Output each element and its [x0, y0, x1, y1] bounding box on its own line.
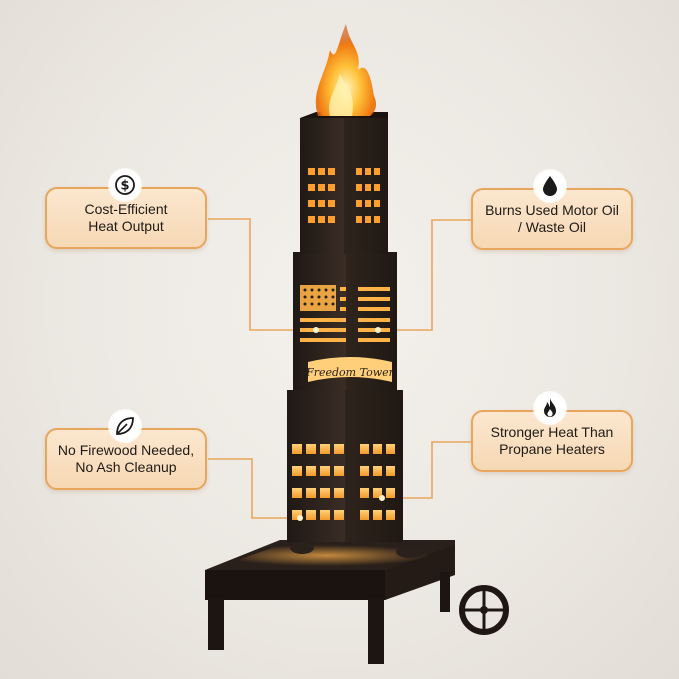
svg-text:$: $: [120, 179, 129, 194]
oil-drop-icon: [533, 169, 567, 203]
callout-stronger-heat-label: Stronger Heat Than Propane Heaters: [490, 424, 614, 457]
flame-icon: [533, 391, 567, 425]
flame-top: [315, 24, 377, 116]
callout-leader-lines: [208, 218, 471, 519]
tower-banner-text: Freedom Tower: [305, 366, 395, 379]
tower-upper-section: [300, 112, 388, 254]
callout-cost-efficient-label: Cost-Efficient Heat Output: [84, 201, 168, 234]
heater-base-cart: [205, 540, 509, 664]
tower-middle-section: Freedom Tower: [293, 252, 397, 390]
callout-no-firewood-label: No Firewood Needed, No Ash Cleanup: [57, 442, 195, 475]
callout-waste-oil-label: Burns Used Motor Oil / Waste Oil: [485, 202, 619, 235]
dollar-icon: $: [108, 168, 142, 202]
leaf-icon: [108, 409, 142, 443]
tower-lower-section: [287, 390, 403, 542]
glow-points: [297, 327, 385, 521]
